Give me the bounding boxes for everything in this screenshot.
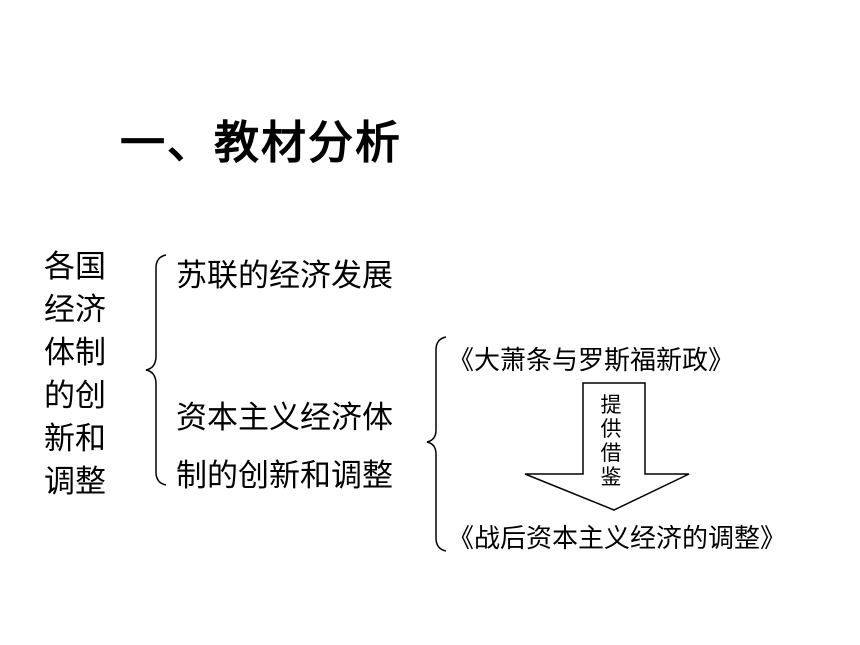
branch-soviet-economy: 苏联的经济发展 [176, 258, 393, 294]
sub-great-depression: 《大萧条与罗斯福新政》 [448, 346, 735, 376]
sub-postwar-adjustment: 《战后资本主义经济的调整》 [448, 524, 787, 554]
page-title: 一、教材分析 [120, 116, 403, 169]
branch-capitalism-line2: 制的创新和调整 [176, 458, 393, 494]
branch-capitalism-line1: 资本主义经济体 [176, 400, 393, 436]
arrow-label-char: 鉴 [600, 465, 622, 489]
root-topic: 各国 经济 体制 的创 新和 调整 [44, 246, 116, 504]
root-topic-line: 体制 [44, 335, 106, 371]
root-topic-line: 新和 [44, 421, 106, 457]
right-brace [426, 336, 447, 552]
arrow-label-char: 借 [600, 441, 622, 465]
arrow-label: 提 供 借 鉴 [583, 393, 639, 489]
root-topic-line: 的创 [44, 378, 106, 414]
left-brace [145, 254, 167, 486]
root-topic-line: 各国 [44, 249, 106, 285]
arrow-label-char: 提 [600, 393, 622, 417]
arrow-label-char: 供 [600, 417, 622, 441]
down-arrow [524, 382, 690, 511]
root-topic-line: 调整 [44, 464, 106, 500]
root-topic-line: 经济 [44, 292, 106, 328]
